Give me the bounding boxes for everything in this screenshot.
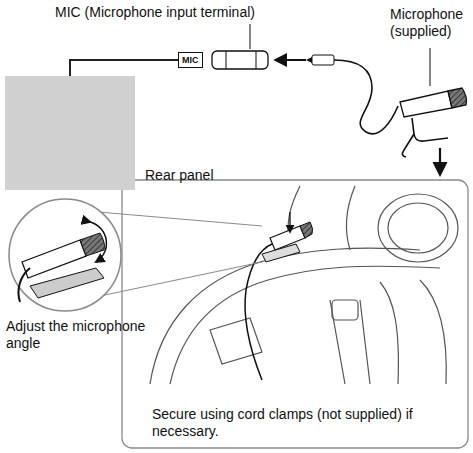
down-arrow xyxy=(439,148,441,174)
insert-arrow xyxy=(276,59,306,61)
inset-frame xyxy=(122,180,468,448)
node-text: Secure using cord clamps (not supplied) … xyxy=(152,406,442,440)
node-text: Rear panel xyxy=(145,167,214,184)
clipped-microphone xyxy=(245,212,313,380)
microphone xyxy=(306,55,467,157)
leader-line xyxy=(430,48,431,86)
mic-jack xyxy=(212,51,268,69)
cable xyxy=(70,60,178,76)
leader-line xyxy=(250,24,251,49)
node-text: MIC xyxy=(182,53,199,67)
magnifier xyxy=(9,199,262,311)
part-label: Microphone (supplied) xyxy=(390,6,470,40)
rear-panel: Rear panel xyxy=(5,76,135,190)
dashboard-sketch xyxy=(150,186,458,384)
inset-box: Secure using cord clamps (not supplied) … xyxy=(122,180,468,448)
mic-terminal-label: MIC xyxy=(178,52,203,68)
part-label: Adjust the microphone angle xyxy=(6,318,166,352)
part-label: MIC (Microphone input terminal) xyxy=(55,4,255,21)
